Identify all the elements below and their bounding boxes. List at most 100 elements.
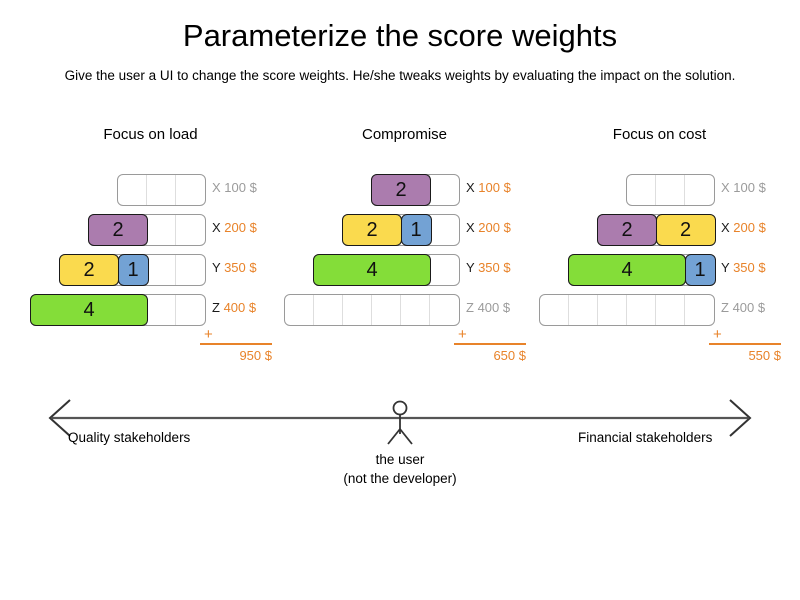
track-cell[interactable] (118, 175, 147, 205)
track-cell[interactable] (685, 295, 714, 325)
weight-slider-track[interactable] (284, 294, 460, 326)
track-cell[interactable] (598, 295, 627, 325)
weight-block-yellow[interactable]: 2 (342, 214, 402, 246)
track-cell[interactable] (540, 295, 569, 325)
track-cell[interactable] (372, 295, 401, 325)
plus-sign: + (458, 326, 467, 343)
track-cell[interactable] (685, 175, 714, 205)
weight-row: Z 400 $ (272, 290, 537, 330)
weight-block-green[interactable]: 4 (568, 254, 686, 286)
weight-blocks: 2 (88, 214, 206, 246)
weight-block-blue[interactable]: 1 (684, 254, 716, 286)
row-label: X 200 $ (466, 220, 511, 235)
row-price: 100 $ (224, 180, 257, 195)
weight-blocks: 2 (371, 174, 460, 206)
row-key: Z (212, 300, 220, 315)
weight-block-green[interactable]: 4 (30, 294, 148, 326)
row-key: X (721, 220, 730, 235)
row-price: 100 $ (733, 180, 766, 195)
row-label: Y 350 $ (212, 260, 257, 275)
total-block: +550 $ (527, 326, 792, 374)
stakeholder-axis (0, 396, 800, 506)
weight-block-yellow[interactable]: 2 (59, 254, 119, 286)
track-cell[interactable] (147, 215, 176, 245)
weight-track-area: 4 (272, 254, 460, 286)
weight-track-area (18, 174, 206, 206)
track-cell[interactable] (343, 295, 372, 325)
row-label: X 100 $ (212, 180, 257, 195)
row-price: 400 $ (223, 300, 257, 315)
total-rule (200, 343, 272, 345)
row-price: 400 $ (477, 300, 511, 315)
weight-block-purple[interactable]: 2 (597, 214, 657, 246)
row-label: X 100 $ (721, 180, 766, 195)
track-cell[interactable] (314, 295, 343, 325)
track-cell[interactable] (656, 295, 685, 325)
track-cell[interactable] (430, 295, 459, 325)
track-cell[interactable] (176, 175, 205, 205)
plus-sign: + (204, 326, 213, 343)
row-label: X 100 $ (466, 180, 511, 195)
track-cell[interactable] (656, 175, 685, 205)
row-label: Z 400 $ (721, 300, 765, 315)
row-price: 350 $ (224, 260, 257, 275)
weight-row: 4 Z 400 $ (18, 290, 283, 330)
weight-block-blue[interactable]: 1 (400, 214, 432, 246)
arrow-right-icon (729, 399, 752, 437)
weight-track-area: 2 (272, 174, 460, 206)
scenario-header: Focus on load (103, 126, 198, 143)
arrow-left-icon (48, 399, 71, 437)
track-cell[interactable] (627, 175, 656, 205)
weight-block-purple[interactable]: 2 (88, 214, 148, 246)
track-cell[interactable] (147, 295, 176, 325)
axis-svg (48, 399, 752, 445)
row-label: Z 400 $ (212, 300, 256, 315)
user-caption-line-1: the user (375, 452, 425, 467)
row-price: 350 $ (478, 260, 511, 275)
total-block: +950 $ (18, 326, 283, 374)
weight-block-blue[interactable]: 1 (117, 254, 149, 286)
weight-row: X 100 $ (527, 170, 792, 210)
track-cell[interactable] (401, 295, 430, 325)
weight-row: 2 X 100 $ (272, 170, 537, 210)
weight-block-purple[interactable]: 2 (371, 174, 431, 206)
track-cell[interactable] (627, 295, 656, 325)
row-key: Y (212, 260, 221, 275)
row-key: X (212, 220, 221, 235)
total-rule (454, 343, 526, 345)
weight-slider-track[interactable] (626, 174, 715, 206)
axis-label-left: Quality stakeholders (68, 430, 191, 445)
row-label: X 200 $ (212, 220, 257, 235)
row-price: 100 $ (478, 180, 511, 195)
row-label: X 200 $ (721, 220, 766, 235)
weight-track-area (527, 294, 715, 326)
weight-blocks: 4 (30, 294, 206, 326)
track-cell[interactable] (285, 295, 314, 325)
plus-sign: + (713, 326, 722, 343)
total-value: 650 $ (493, 347, 526, 363)
track-cell[interactable] (569, 295, 598, 325)
row-price: 200 $ (733, 220, 766, 235)
weight-block-green[interactable]: 4 (313, 254, 431, 286)
row-key: X (721, 180, 730, 195)
track-cell[interactable] (147, 175, 176, 205)
total-block: +650 $ (272, 326, 537, 374)
weight-slider-track[interactable] (117, 174, 206, 206)
weight-block-yellow[interactable]: 2 (655, 214, 716, 246)
slide-title: Parameterize the score weights (182, 18, 618, 53)
weight-slider-track[interactable] (539, 294, 715, 326)
track-cell[interactable] (147, 255, 176, 285)
